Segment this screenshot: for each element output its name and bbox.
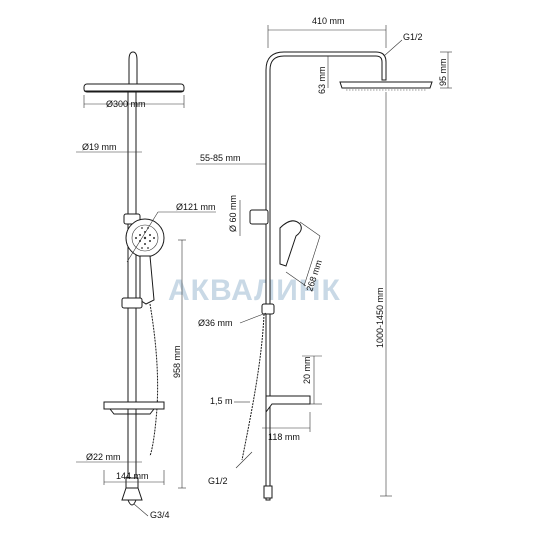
dim-overall-height: 1000-1450 mm — [375, 287, 385, 348]
dim-slide-rail-height: 958 mm — [172, 345, 182, 378]
watermark-logo: АКВАЛИНК — [168, 274, 341, 307]
dim-shelf-height: 20 mm — [302, 356, 312, 384]
side-bottom-connector — [263, 485, 273, 499]
shelf-side — [265, 395, 311, 414]
dim-wall-distance: 55-85 mm — [200, 153, 241, 163]
main-column — [127, 91, 137, 485]
bottom-connector — [125, 477, 139, 489]
slider-side — [261, 303, 275, 315]
dim-head-offset: 63 mm — [317, 66, 327, 94]
hand-shower-side — [279, 220, 302, 267]
dim-bracket-diameter: Ø 60 mm — [228, 195, 238, 232]
label-hose-length: 1,5 m — [210, 396, 233, 406]
hose-side — [241, 313, 265, 461]
head-shower-side — [339, 81, 433, 89]
dim-shelf-width: 144 mm — [116, 471, 149, 481]
top-fitting — [128, 51, 138, 85]
hand-shower-handle — [139, 255, 155, 305]
wall-bracket-side — [249, 209, 269, 225]
dim-column-diameter: Ø19 mm — [82, 142, 117, 152]
front-view: Ø300 mm Ø19 mm Ø121 mm — [76, 51, 216, 520]
dim-hand-shower-diameter: Ø121 mm — [176, 202, 216, 212]
slider-holder-front — [121, 297, 143, 309]
dim-head-height: 95 mm — [438, 58, 448, 86]
dim-bottom-diameter: Ø22 mm — [86, 452, 121, 462]
label-hose-thread: G1/2 — [208, 476, 228, 486]
dim-shelf-depth: 118 mm — [268, 432, 300, 442]
overall-dimensions-left: 958 mm 55-85 mm Ø 60 mm — [172, 153, 268, 489]
dim-slider-diameter: Ø36 mm — [198, 318, 233, 328]
dim-arm-length: 410 mm — [312, 16, 345, 26]
shelf-front — [103, 401, 165, 410]
label-head-thread: G1/2 — [403, 32, 423, 42]
side-column-and-arm — [265, 51, 387, 501]
label-inlet-thread: G3/4 — [150, 510, 170, 520]
side-view: 410 mm G1/2 95 mm 63 mm 1000-1450 mm 268… — [198, 16, 452, 501]
hand-shower-nozzles — [135, 227, 155, 249]
hose-front — [149, 303, 159, 457]
mixer-nut — [121, 487, 143, 501]
dim-head-diameter: Ø300 mm — [106, 99, 146, 109]
